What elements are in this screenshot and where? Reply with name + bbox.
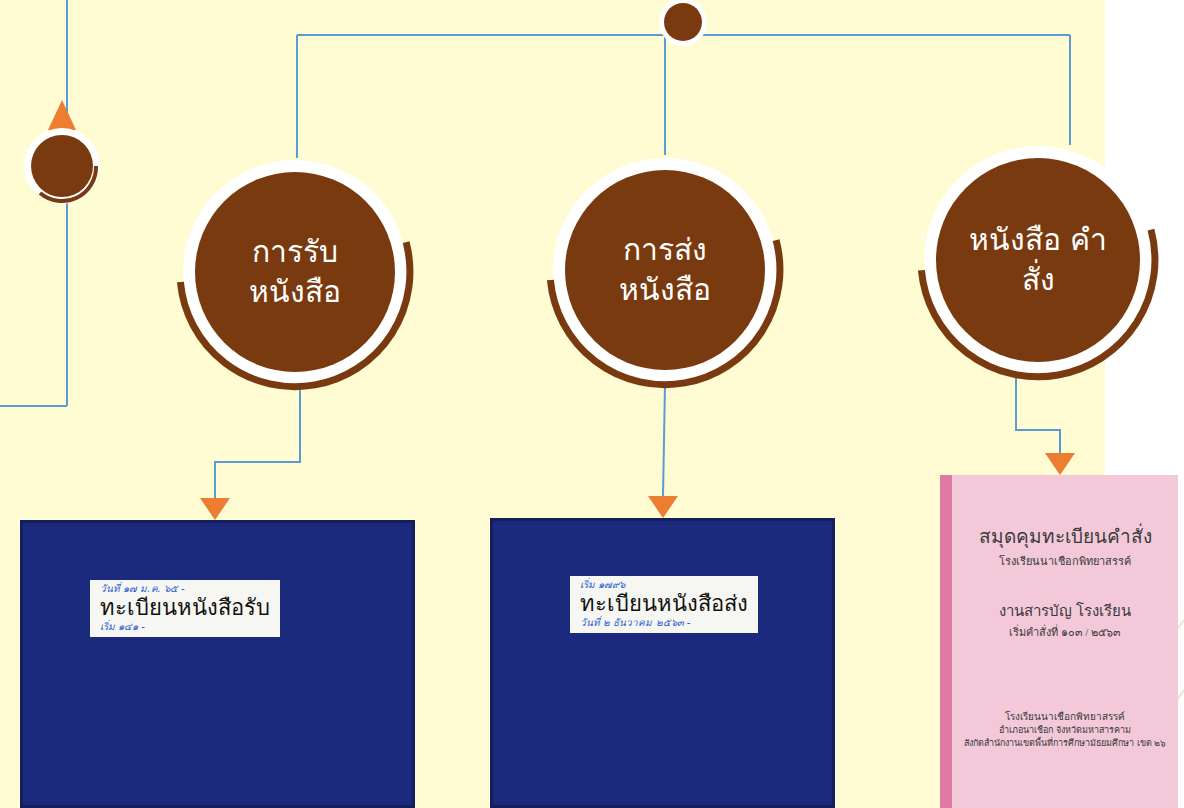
circle-label: หนังสือ คำสั่ง	[963, 220, 1113, 301]
connector-line	[215, 386, 300, 498]
handwritten-note: วันที่ ๑๗ ม.ค. ๖๕ -	[100, 583, 270, 595]
orange-arrowhead	[48, 100, 76, 130]
circle-node: การส่ง หนังสือ	[545, 150, 785, 390]
circle-shape	[545, 150, 785, 390]
branch-line	[296, 35, 298, 158]
register-book: วันที่ ๑๗ ม.ค. ๖๕ -ทะเบียนหนังสือรับเริ่…	[20, 520, 415, 808]
book-title: ทะเบียนหนังสือส่ง	[580, 591, 748, 617]
arrow-connector	[1016, 374, 1075, 475]
connector-line	[663, 384, 665, 496]
cover-text: สมุดคุมทะเบียนคำสั่ง	[979, 525, 1152, 550]
side-circle	[31, 135, 93, 197]
book-label: วันที่ ๑๗ ม.ค. ๖๕ -ทะเบียนหนังสือรับเริ่…	[90, 580, 280, 637]
circle-disc	[565, 170, 765, 370]
circle-ring	[553, 158, 777, 382]
book-title: ทะเบียนหนังสือรับ	[100, 595, 270, 621]
connector-line	[1016, 374, 1060, 453]
handwritten-note: เริ่ม ๑๔๑ -	[100, 621, 270, 633]
cover-text: โรงเรียนนาเชือกพิทยาสรรค์	[999, 554, 1131, 568]
arrow-connector	[648, 384, 678, 518]
book-label: เริ่ม ๑๗๙๖ทะเบียนหนังสือส่งวันที่ ๒ ธันว…	[570, 576, 758, 633]
cover-text: อำเภอนาเชือก จังหวัดมหาสารคาม	[999, 725, 1130, 737]
circle-shape	[175, 152, 415, 392]
register-book: เริ่ม ๑๗๙๖ทะเบียนหนังสือส่งวันที่ ๒ ธันว…	[490, 518, 835, 808]
hub-ring	[659, 0, 707, 46]
cover-text: งานสารบัญ โรงเรียน	[999, 602, 1131, 622]
arrowhead	[648, 496, 678, 518]
cover-text: สังกัดสำนักงานเขตพื้นที่การศึกษามัธยมศึก…	[964, 738, 1166, 750]
cover-text: โรงเรียนนาเชือกพิทยาสรรค์	[1005, 710, 1125, 723]
circle-ring	[924, 146, 1152, 374]
circle-node: การรับ หนังสือ	[175, 152, 415, 392]
branch-line	[1069, 35, 1071, 145]
branch-line	[664, 35, 666, 155]
circle-ring	[183, 160, 407, 384]
circle-label: การรับ หนังสือ	[220, 232, 370, 313]
side-line	[0, 405, 67, 407]
handwritten-note: วันที่ ๒ ธันวาคม ๒๕๖๓ -	[580, 617, 748, 629]
circle-label: การส่ง หนังสือ	[590, 230, 740, 311]
hub-circle	[664, 3, 702, 41]
arrow-connector	[200, 386, 300, 520]
register-book: สมุดคุมทะเบียนคำสั่งโรงเรียนนาเชือกพิทยา…	[940, 475, 1178, 808]
circle-shape	[916, 138, 1160, 382]
handwritten-note: เริ่ม ๑๗๙๖	[580, 579, 748, 591]
circle-disc	[936, 158, 1140, 362]
arrowhead	[1045, 453, 1075, 475]
circle-node: หนังสือ คำสั่ง	[916, 138, 1160, 382]
cover-text: เริ่มคำสั่งที่ ๑๐๓ / ๒๕๖๓	[1009, 625, 1121, 639]
side-ring	[24, 128, 100, 204]
arrowhead	[200, 498, 230, 520]
circle-disc	[195, 172, 395, 372]
side-arc	[40, 166, 96, 201]
